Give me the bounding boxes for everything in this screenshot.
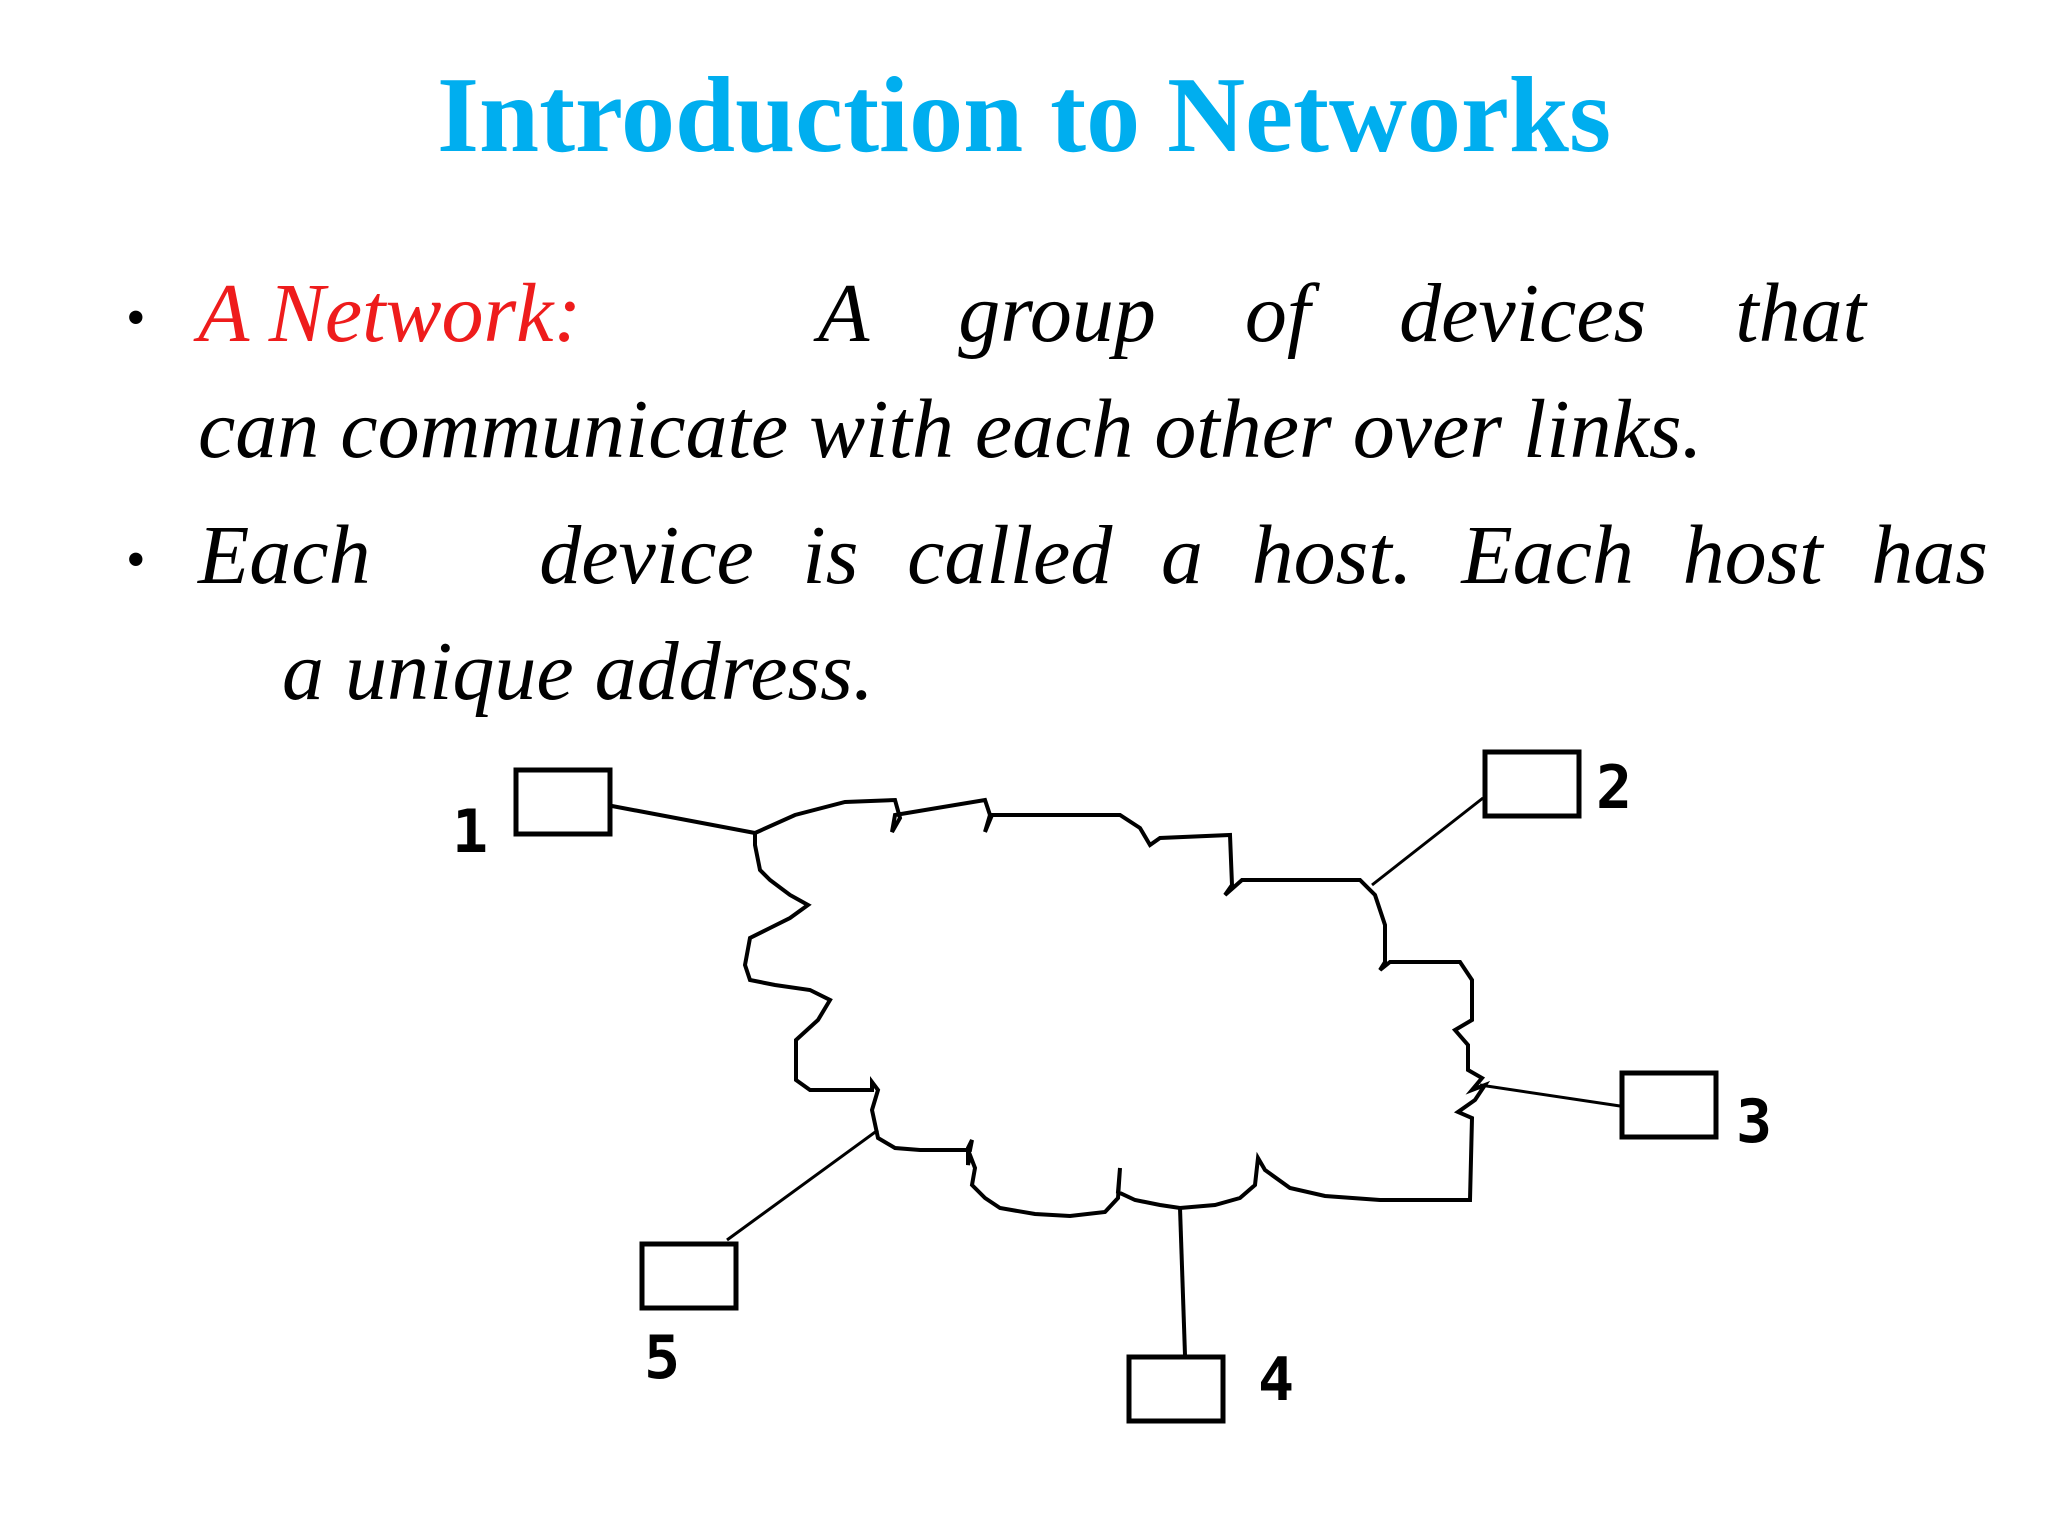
host-4: 4	[1126, 1345, 1294, 1424]
bullet-2-line-1: Each device is called a host. Each host …	[198, 514, 1988, 598]
bullet-1-definition-start: A group of devices that	[818, 272, 1866, 356]
word: A	[818, 267, 870, 360]
link-host-2	[1371, 796, 1484, 887]
bullet-marker: •	[126, 529, 146, 591]
word: host.	[1251, 509, 1413, 602]
link-host-4	[1178, 1207, 1187, 1356]
host-3: 3	[1619, 1070, 1772, 1157]
word: devices	[1399, 267, 1647, 360]
link-host-5	[726, 1128, 879, 1242]
host-4-label: 4	[1258, 1345, 1294, 1415]
word: of	[1244, 267, 1311, 360]
bullet-marker: •	[126, 287, 146, 349]
word: is	[802, 509, 859, 602]
host-1: 1	[452, 767, 613, 867]
bullet-1-line-1: A Network: A group of devices that	[198, 272, 1866, 356]
network-cloud	[742, 797, 1491, 1219]
word: has	[1871, 509, 1988, 602]
word: device	[539, 509, 754, 602]
bullet-2-line-2: a unique address.	[282, 625, 874, 718]
word: called	[907, 509, 1113, 602]
slide-title: Introduction to Networks	[436, 56, 1612, 175]
word: that	[1735, 267, 1866, 360]
word: Each	[1461, 509, 1634, 602]
word: group	[958, 267, 1156, 360]
network-term: A Network:	[198, 267, 582, 360]
word: host	[1682, 509, 1823, 602]
word: a	[1160, 509, 1203, 602]
link-host-1	[611, 804, 756, 835]
link-host-3	[1479, 1083, 1621, 1108]
word: Each	[198, 509, 371, 602]
host-2-label: 2	[1596, 753, 1632, 823]
bullet-1-line-2: can communicate with each other over lin…	[198, 383, 1703, 476]
host-5-label: 5	[644, 1323, 680, 1393]
host-3-label: 3	[1736, 1087, 1772, 1157]
host-1-label: 1	[452, 797, 488, 867]
host-2: 2	[1482, 749, 1632, 823]
host-5: 5	[639, 1241, 739, 1393]
